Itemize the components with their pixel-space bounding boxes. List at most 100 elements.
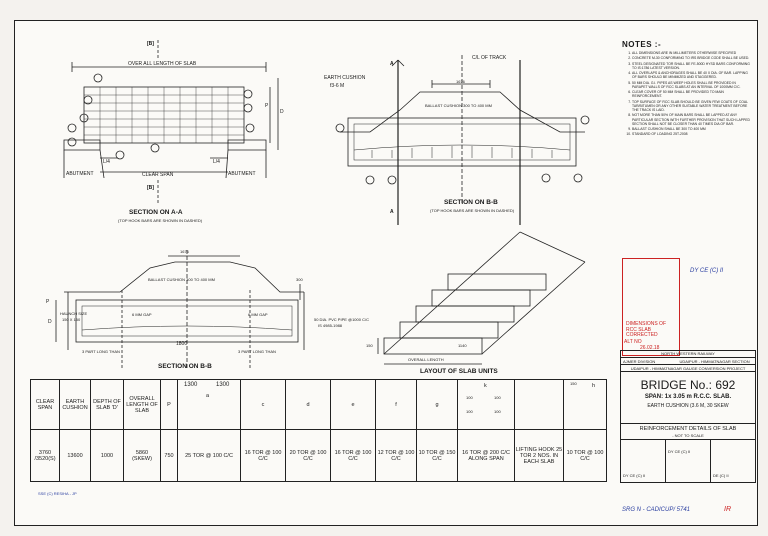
cell-overall-length: 5860(SKEW) [123, 429, 161, 482]
section-aa-drawing [63, 40, 279, 205]
pvc-pipe-label: 50 DIA. PVC PIPE @1000 C/C [314, 317, 369, 322]
cell-k: 16 TOR @ 200 C/C ALONG SPAN [457, 429, 515, 482]
k-label: k [484, 383, 487, 389]
tb-scale: - NOT TO SCALE [672, 433, 704, 438]
layout-drawing [377, 231, 586, 365]
schedule-header: DEPTH OF SLAB 'D' [90, 379, 124, 430]
note-item: TOP SURFACE OF RCC SLAB SHOULD BE GIVEN … [632, 100, 752, 113]
clear-span-extra: /3520(S) [34, 455, 56, 462]
tb-span: SPAN: 1x 3.05 m R.C.C. SLAB. [644, 394, 732, 400]
overall-length-label: OVER ALL LENGTH OF SLAB [128, 61, 197, 67]
note-item: CLEAR COVER OF 50 MM SHALL BE PROVIDED T… [632, 90, 752, 99]
note-item: NOT MORE THAN 50% OF MAIN BARS SHALL BE … [632, 113, 752, 126]
cell-p: 750 [160, 429, 178, 482]
alt-label: ALT NO [624, 339, 642, 345]
schedule-header [514, 379, 564, 430]
tb-sign-mid-cell: DY CE (C) II [666, 440, 711, 482]
schedule-header: f [375, 379, 417, 430]
cl-track-label: C/L OF TRACK [472, 55, 507, 61]
schedule-header: OVERALL LENGTH OF SLAB [123, 379, 161, 430]
tb-project-row: UDAIPUR - HIMMATNAGAR GAUGE CONVERSION P… [620, 364, 756, 371]
bb-bottom-dim: 1676 [180, 249, 189, 254]
k-dim: 100 [466, 395, 473, 400]
tb-cushion: EARTH CUSHION (3.6 M, 30 SKEW [647, 403, 729, 409]
tb-railway: NORTH WESTERN RAILWAY [661, 351, 715, 356]
cell-lift: LIFTING HOOK 25 TOR 2 NOS. IN EACH SLAB [514, 429, 564, 482]
b-marker-top: [B] [147, 41, 154, 47]
h-dim: 150 [570, 381, 577, 386]
a-dim-left: 1300 [184, 382, 198, 388]
notes-panel: NOTES :- ALL DIMENSIONS ARE IN MILLIMETE… [622, 40, 752, 138]
schedule-header-a: 1300 1300 a [177, 379, 241, 430]
section-bb-top-note: (TOP HOOK BARS ARE SHOWN IN DASHED) [430, 208, 515, 213]
reinforcement-schedule: CLEAR SPAN EARTH CUSHION DEPTH OF SLAB '… [30, 379, 607, 482]
k-dim: 100 [466, 409, 473, 414]
layout-overall-length: OVERALL LENGTH [408, 357, 444, 362]
overall-length-value: 5860 [135, 449, 149, 456]
notes-title: NOTES :- [622, 40, 662, 49]
note-item: ALL DIMENSIONS ARE IN MILLIMETERS OTHERW… [632, 51, 752, 55]
bb-bottom-300: 300 [296, 277, 303, 282]
note-item: BALLAST CUSHION SHALL BE 300 TO 400 MM [632, 127, 752, 131]
cell-h: 10 TOR @ 100 C/C [563, 429, 607, 482]
abutment-left-label: ABUTMENT [66, 171, 94, 177]
cell-e: 16 TOR @ 100 C/C [330, 429, 376, 482]
footer-note: IR [724, 506, 731, 513]
schedule-header: d [285, 379, 331, 430]
schedule-header-h: h 150 [563, 379, 607, 430]
section-bb-bottom-title: SECTION ON B-B [158, 363, 212, 370]
cell-g: 10 TOR @ 150 C/C [416, 429, 458, 482]
bar-note-left: 3 PART LONG THAN [82, 349, 120, 354]
earth-cushion-label: EARTH CUSHION [324, 75, 366, 81]
cell-clear-span: 3760/3520(S) [30, 429, 60, 482]
tb-sign-left-cell: DY CE (C) II [621, 440, 666, 482]
layout-title: LAYOUT OF SLAB UNITS [420, 368, 498, 375]
note-item: STANDARD OF LOADING 25T-2008 [632, 132, 752, 136]
section-bb-top-title: SECTION ON B-B [444, 199, 498, 206]
gap-right-label: 6 MM GAP [248, 312, 268, 317]
haunch-dim: 150 X 150 [62, 317, 81, 322]
l4-right-label: L/4 [213, 159, 220, 165]
section-aa-title: SECTION ON A-A [129, 209, 183, 216]
abutment-right-label: ABUTMENT [228, 171, 256, 177]
schedule-header-row: CLEAR SPAN EARTH CUSHION DEPTH OF SLAB '… [30, 379, 607, 430]
schedule-header: e [330, 379, 376, 430]
pvc-pipe-std: IS 4985-1988 [318, 323, 343, 328]
bb-bottom-1800: 1800 [176, 341, 188, 347]
layout-dim-150: 150 [366, 343, 373, 348]
tb-bridge-row: BRIDGE No.: 692 SPAN: 1x 3.05 m R.C.C. S… [620, 371, 756, 423]
tb-railway-row: NORTH WESTERN RAILWAY [620, 350, 756, 357]
clear-span-label: CLEAR SPAN [142, 172, 174, 178]
earth-cushion-value: f3-6 M [330, 83, 345, 89]
tb-location: UDAIPUR - HIMMATNAGAR SECTION [679, 359, 750, 364]
cell-a: 25 TOR @ 100 C/C [177, 429, 241, 482]
tb-division: AJMER DIVISION [623, 359, 656, 364]
corner-note: SSE (C) RESIHA - JP [38, 491, 77, 496]
clear-span-value: 3760 [38, 449, 52, 456]
cell-f: 12 TOR @ 100 C/C [375, 429, 417, 482]
section-bb-bottom-drawing [55, 250, 305, 370]
alt-date: 26.02.18 [640, 345, 660, 351]
bb-top-dim: 1676 [456, 79, 465, 84]
l4-left-label: L/4 [103, 159, 110, 165]
title-block: NORTH WESTERN RAILWAY AJMER DIVISION UDA… [620, 350, 756, 483]
overall-length-extra: (SKEW) [132, 455, 152, 462]
h-label: h [592, 383, 596, 389]
note-item: STEEL DESIGNATED TOR SHALL BE FE-500D HY… [632, 62, 752, 71]
note-item: 50 MM DIA. G.I. PIPES AS WEEP HOLES SHAL… [632, 81, 752, 90]
tb-division-row: AJMER DIVISION UDAIPUR - HIMMATNAGAR SEC… [620, 357, 756, 364]
bar-note-right: 3 PART LONG THAN [238, 349, 276, 354]
tb-sign-right: DE (C) II [713, 473, 729, 478]
cell-d: 20 TOR @ 100 C/C [285, 429, 331, 482]
footer-ref: SRG N - CADICUP/ 5741 [622, 507, 691, 513]
tb-sign-right-cell: DE (C) II [711, 440, 755, 482]
tb-sign-left: DY CE (C) II [623, 473, 646, 478]
k-dim: 100 [494, 409, 501, 414]
a-dim-right: 1300 [216, 382, 230, 388]
b-marker-bottom: [B] [147, 185, 154, 191]
cell-earth-cushion: 13600 [59, 429, 91, 482]
bb-bottom-ballast: BALLAST CUSHION 300 TO 400 MM [148, 277, 215, 282]
tb-sign-mid: DY CE (C) II [668, 449, 691, 454]
section-bb-top-drawing [335, 55, 590, 225]
